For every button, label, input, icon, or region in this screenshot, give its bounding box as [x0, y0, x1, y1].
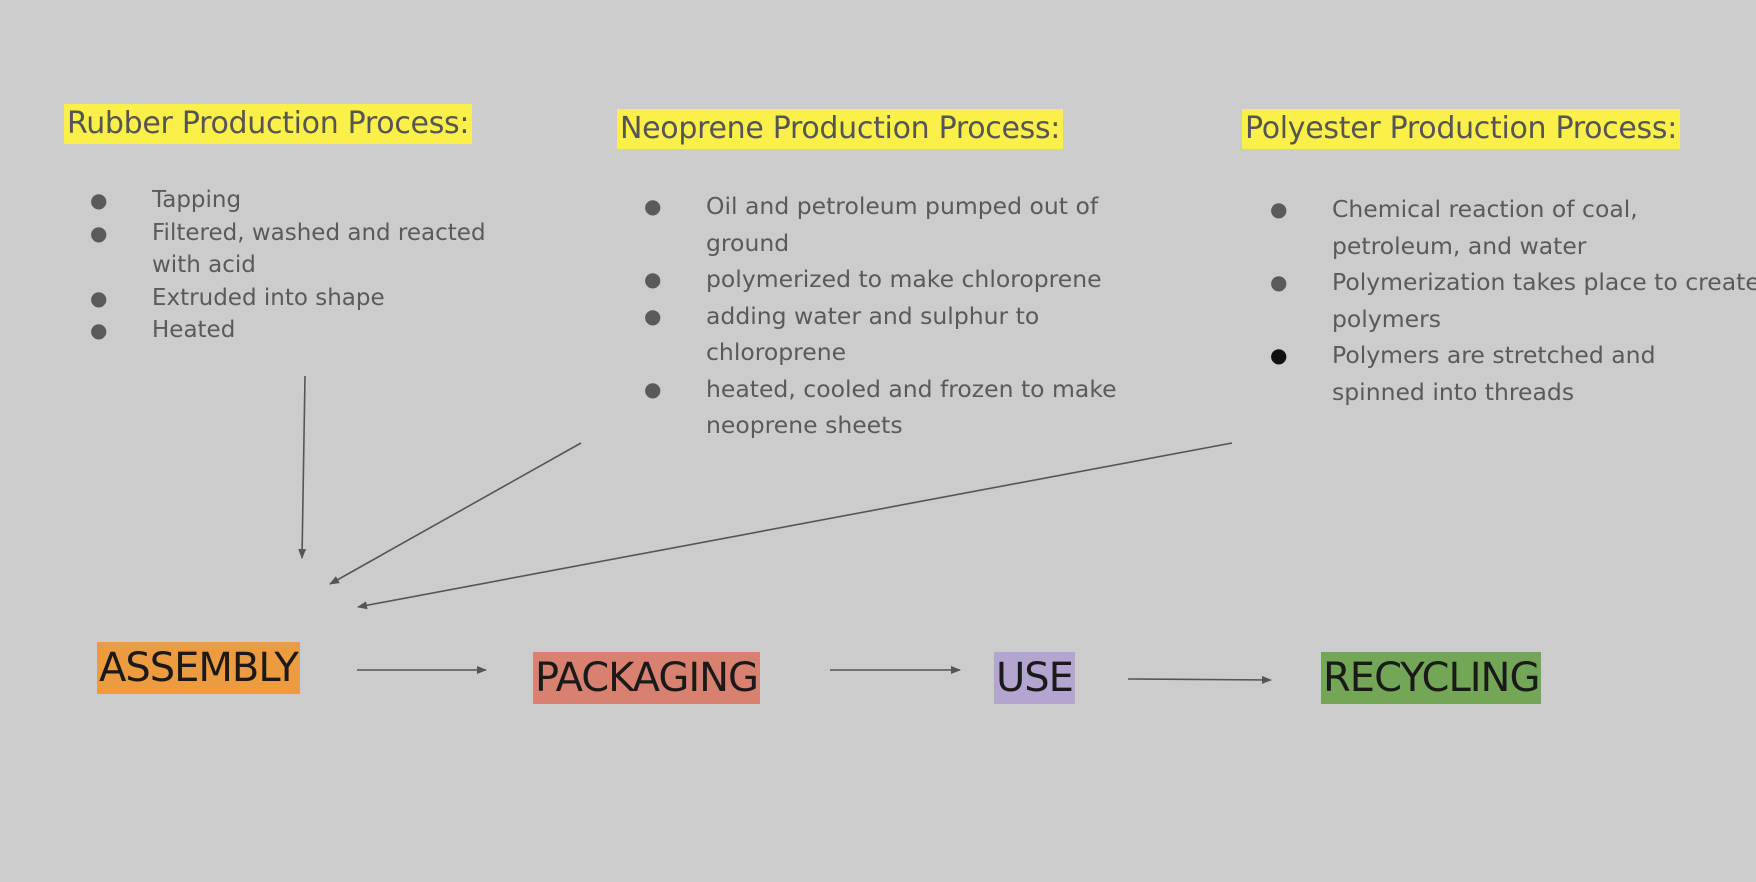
list-item: ● Chemical reaction of coal, petroleum, a…	[1270, 191, 1742, 264]
recycling-stage-label: RECYCLING	[1321, 652, 1542, 704]
bullet-icon: ●	[644, 303, 662, 328]
polyester-steps-list: ● Chemical reaction of coal, petroleum, a…	[1270, 191, 1756, 410]
step-text: adding water and sulphur to chloroprene	[706, 301, 1040, 367]
bullet-icon: ●	[90, 318, 108, 342]
step-text: Tapping	[152, 187, 242, 213]
rubber-process-title: Rubber Production Process:	[64, 104, 473, 144]
step-text: Heated	[152, 317, 236, 343]
neoprene-process-title: Neoprene Production Process:	[617, 109, 1064, 149]
list-item: ● Oil and petroleum pumped out of ground	[644, 188, 1151, 261]
step-text: Extruded into shape	[152, 284, 385, 311]
list-item: ● Tapping	[90, 184, 520, 217]
list-item: ● adding water and sulphur to chloroprene	[644, 298, 1106, 371]
list-item: ● polymerized to make chloroprene	[644, 261, 1164, 298]
list-item: ● Polymers are stretched and spinned into…	[1270, 337, 1752, 410]
bullet-icon: ●	[1270, 197, 1288, 221]
packaging-stage-label: PACKAGING	[533, 652, 761, 704]
list-item: ● Extruded into shape	[90, 282, 520, 315]
rubber-steps-list: ● Tapping ● Filtered, washed and reacted w…	[90, 184, 520, 347]
bullet-icon: ●	[644, 267, 662, 291]
bullet-icon: ●	[90, 220, 108, 245]
step-text: Chemical reaction of coal, petroleum, an…	[1332, 195, 1638, 260]
step-text: Polymerization takes place to create pol…	[1332, 268, 1756, 333]
neoprene-steps-list: ●Oil and petroleum pumped out of ground …	[644, 188, 1164, 444]
bullet-icon: ●	[644, 194, 662, 218]
list-item: ● heated, cooled and frozen to make neopr…	[644, 371, 1176, 444]
bullet-icon: ●	[90, 188, 108, 212]
assembly-stage-label: ASSEMBLY	[97, 642, 300, 694]
arrow-use-to-recycling	[1127, 675, 1272, 684]
bullet-icon: ●	[1270, 270, 1288, 294]
use-stage-label: USE	[994, 652, 1075, 704]
step-text: Oil and petroleum pumped out of ground	[706, 192, 1099, 257]
polyester-process-title: Polyester Production Process:	[1242, 109, 1680, 149]
bullet-icon: ●	[90, 285, 108, 310]
list-item: ● Heated	[90, 314, 520, 347]
step-text: polymerized to make chloroprene	[706, 265, 1102, 293]
bullet-icon: ●	[644, 376, 662, 401]
step-text: heated, cooled and frozen to make neopre…	[706, 374, 1117, 440]
step-text: Polymers are stretched and spinned into …	[1332, 341, 1656, 406]
bullet-icon: ●	[1270, 343, 1288, 367]
list-item: ● Polymerization takes place to create po…	[1270, 264, 1756, 337]
arrow-rubber-to-assembly	[298, 375, 307, 559]
list-item: ● Filtered, washed and reacted with acid	[90, 217, 527, 282]
step-text: Filtered, washed and reacted with acid	[152, 219, 486, 279]
arrow-polyester-to-assembly	[357, 442, 1233, 610]
arrow-neoprene-to-assembly	[329, 442, 582, 585]
